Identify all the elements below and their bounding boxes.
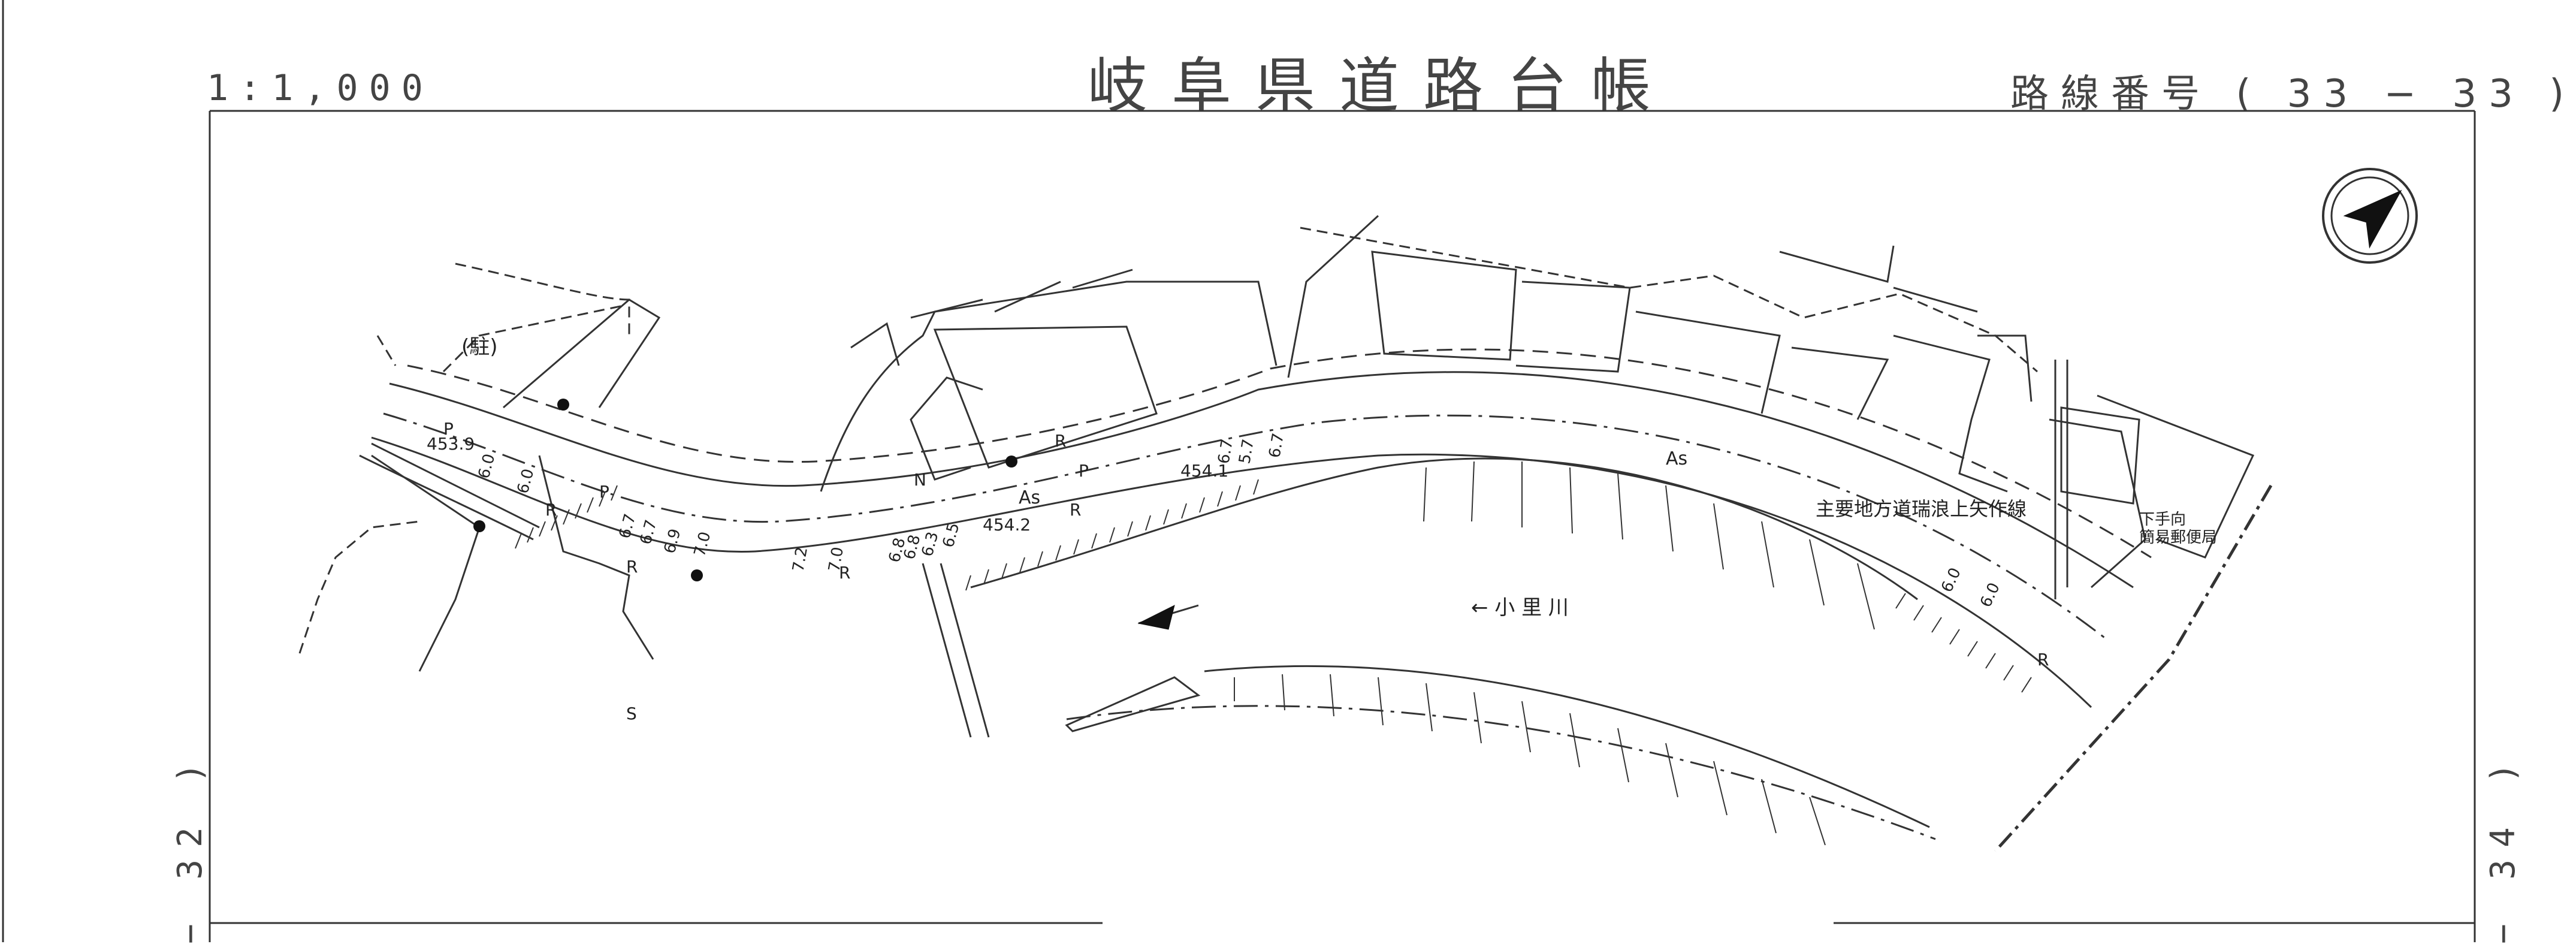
label-s-1: S [626, 704, 637, 723]
label-p-3: P [1079, 461, 1089, 481]
label-width-14: 5.7 [1236, 438, 1258, 465]
label-width-16: 6.0 [1938, 565, 1965, 595]
label-width-1: 6.0 [475, 452, 499, 481]
lot-lines-north-2 [1300, 227, 2038, 373]
river-bank-small [1065, 676, 1201, 732]
label-r-5: R [1070, 500, 1081, 520]
label-post-office-2: 簡易郵便局 [2139, 529, 2217, 547]
label-parking: (駐) [461, 335, 498, 359]
map-frame [2, 0, 2476, 942]
building-lines [850, 245, 2033, 402]
river-bank-outer [1066, 705, 1936, 840]
lot-lines-west-2 [371, 298, 661, 672]
road-centerline [383, 412, 2110, 643]
label-r-3: R [839, 563, 850, 583]
label-width-8: 7.0 [825, 545, 847, 573]
label-road-name: 主要地方道瑞浪上矢作線 [1816, 497, 2027, 520]
label-r-4: R [1055, 431, 1066, 451]
label-width-17: 6.0 [1977, 580, 2004, 610]
label-elev-1: 453.9 [427, 434, 475, 454]
label-width-13: 6.7 [1215, 438, 1237, 465]
label-asphalt-1: As [1019, 487, 1040, 508]
label-width-2: 6.0 [514, 467, 538, 496]
page-title: 岐阜県道路台帳 [1088, 51, 1675, 121]
label-width-15: 6.7 [1266, 432, 1288, 459]
road-outer-line [407, 348, 2152, 559]
wall-hatch-1 [515, 485, 618, 549]
label-asphalt-2: As [1666, 448, 1687, 469]
label-river: ← 小 里 川 [1471, 596, 1569, 620]
utility-points [473, 399, 1017, 581]
lot-lines-north [820, 215, 2146, 589]
map-labels: (駐) 主要地方道瑞浪上矢作線 ← 小 里 川 下手向 簡易郵便局 As As … [427, 335, 2217, 723]
river-bank-upper [970, 457, 1918, 601]
road-edge-north [389, 371, 2134, 589]
label-r-1: R [545, 500, 557, 520]
section-boundary [1994, 484, 2273, 852]
label-n-1: N [914, 470, 926, 490]
label-p-2: P [599, 482, 609, 502]
river-bank-lower [1204, 665, 1930, 828]
label-width-5: 6.9 [661, 527, 685, 556]
label-p-1: P [443, 419, 454, 439]
wall-hatch-5 [1895, 593, 2032, 693]
road-edge-south [371, 436, 2092, 708]
wall-hatch-4 [1234, 674, 1826, 846]
label-r-6: R [2037, 650, 2049, 669]
lot-lines-west [298, 263, 630, 654]
label-width-7: 7.2 [789, 545, 811, 573]
label-elev-3: 454.2 [983, 515, 1031, 535]
label-width-6: 7.0 [691, 530, 715, 559]
route-number: 路線番号 ( 33 − 33 ) [2010, 72, 2576, 116]
lot-lines-east [2054, 360, 2255, 599]
wall-hatch-2 [965, 479, 1259, 591]
label-width-11: 6.3 [919, 530, 943, 559]
label-post-office-1: 下手向 [2139, 511, 2186, 529]
label-r-2: R [626, 557, 638, 577]
north-arrow-icon [2322, 168, 2418, 264]
wall-hatch-3 [1423, 461, 1875, 630]
drainage-west [359, 442, 540, 541]
label-elev-2: 454.1 [1180, 461, 1228, 481]
map-scale: 1:1,000 [207, 67, 434, 109]
cross-road [922, 563, 990, 738]
label-width-4: 6.7 [637, 518, 661, 547]
